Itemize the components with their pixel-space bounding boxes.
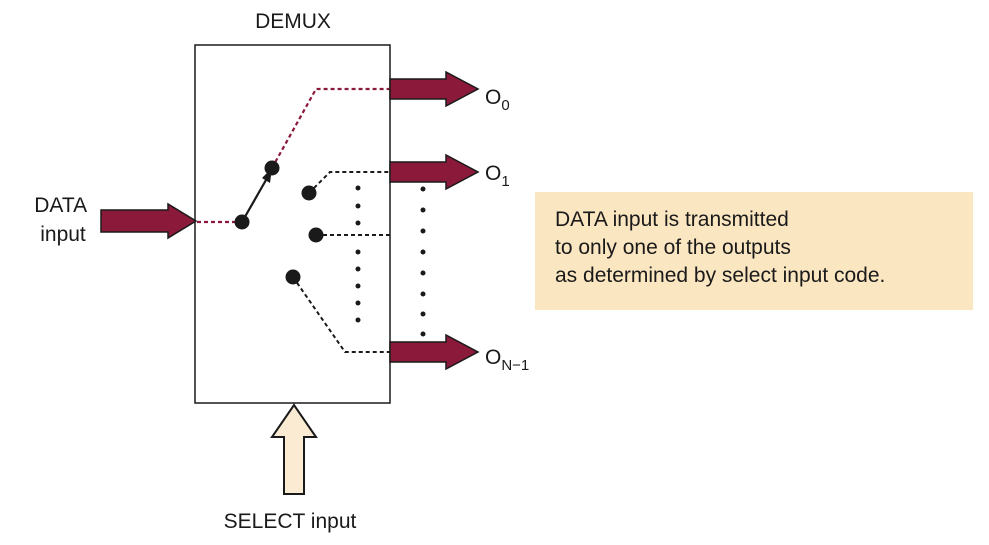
switch-lever xyxy=(241,179,267,223)
output-label-on-1: ON−1 xyxy=(485,346,529,374)
note-box: DATA input is transmitted to only one of… xyxy=(535,192,973,310)
output-label-o1: O1 xyxy=(485,162,510,190)
output-arrow-o1 xyxy=(389,153,480,191)
note-line-1: DATA input is transmitted xyxy=(555,208,789,231)
data-input-arrow xyxy=(100,202,198,240)
select-input-arrow xyxy=(270,403,318,495)
switch-contact-o1 xyxy=(301,185,317,201)
output-arrow-o0 xyxy=(389,70,480,108)
note-line-2: to only one of the outputs xyxy=(555,236,791,259)
note-line-3: as determined by select input code. xyxy=(555,264,886,287)
switch-contact-mid xyxy=(308,227,324,243)
switch-lever-arrowhead xyxy=(262,168,272,183)
output-ellipsis-dots xyxy=(420,186,426,337)
demux-block xyxy=(194,44,391,404)
data-input-label: DATA input xyxy=(34,194,92,246)
demux-title: DEMUX xyxy=(255,10,331,33)
output-label-o0: O0 xyxy=(485,86,510,114)
switch-contact-on-1 xyxy=(285,269,301,285)
select-input-label: SELECT input xyxy=(224,510,357,533)
inactive-path-o1 xyxy=(308,171,390,194)
inner-ellipsis-dots xyxy=(355,185,361,323)
output-arrow-on-1 xyxy=(389,333,480,371)
inactive-path-on-1 xyxy=(292,276,390,353)
note-box-background xyxy=(535,192,973,310)
